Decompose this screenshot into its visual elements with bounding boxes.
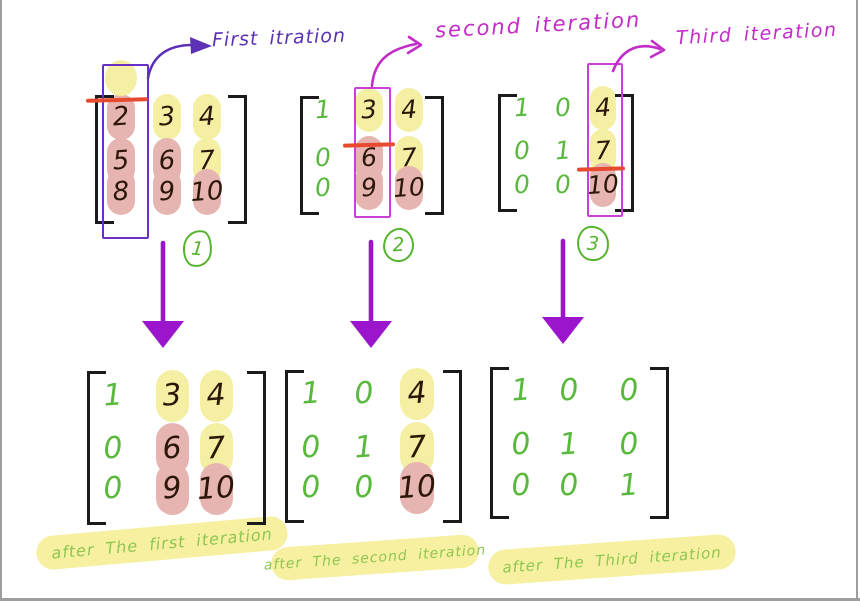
first-iteration-label: First itration (211, 24, 347, 52)
matrix-iteration-2-cell-r2c0: 0 (314, 172, 332, 203)
matrix-after-third-iteration-cell-r1c1: 1 (558, 426, 580, 463)
matrix-after-second-iteration-cell-r0c1: 0 (353, 375, 375, 412)
matrix-iteration-3-highlight-r0c2 (590, 86, 616, 130)
matrix-iteration-2-highlight-r0c1 (355, 88, 383, 132)
caption-after-third-iteration: after The Third iteration (487, 533, 737, 586)
matrix-after-first-iteration-highlight-r0c2 (199, 370, 233, 422)
matrix-iteration-1-left-bracket (95, 95, 114, 224)
caption-after-second-iteration: after The second iteration (263, 533, 487, 582)
step-1-digit: 1 (190, 236, 205, 261)
matrix-iteration-3-right-bracket (615, 94, 634, 212)
matrix-iteration-3-cell-r1c0: 0 (513, 135, 531, 166)
matrix-after-second-iteration-cell-r2c2: 10 (396, 468, 438, 507)
matrix-after-third-iteration-cell-r2c2: 1 (618, 467, 640, 504)
matrix-iteration-2-left-bracket (300, 96, 319, 215)
matrix-after-second-iteration-cell-r0c2: 4 (406, 375, 428, 412)
step-1-circled-number: 1 (181, 228, 214, 269)
matrix-after-third-iteration-right-bracket (650, 367, 669, 519)
step-3-down-arrowhead (542, 317, 584, 344)
matrix-iteration-2-cell-r2c2: 10 (392, 171, 426, 204)
matrix-iteration-1-highlight-blob (105, 60, 137, 96)
first-iteration-pointer-arrowhead (190, 37, 212, 54)
step-3-circled-number: 3 (575, 224, 611, 263)
matrix-after-third-iteration-cell-r0c1: 0 (558, 372, 580, 409)
matrix-after-third-iteration-cell-r2c1: 0 (558, 467, 580, 504)
step-2-down-arrowhead (350, 321, 392, 348)
matrix-after-third-iteration-cell-r2c0: 0 (510, 467, 532, 504)
matrix-iteration-1-highlight-r0c0 (107, 94, 135, 140)
matrix-iteration-3-cell-r2c0: 0 (513, 169, 531, 200)
third-iteration-label: Third iteration (675, 18, 839, 50)
matrix-iteration-2-highlight-r2c2 (395, 166, 423, 210)
second-iteration-pointer-arrow (370, 42, 418, 88)
matrix-after-first-iteration-highlight-r0c1 (155, 370, 189, 422)
matrix-after-second-iteration-right-bracket (443, 370, 462, 523)
right-edge-line (856, 0, 858, 601)
matrix-iteration-2-highlight-r2c1 (355, 166, 383, 210)
step-1-down-arrowhead (142, 321, 184, 348)
matrix-after-third-iteration-cell-r0c2: 0 (618, 372, 640, 409)
matrix-iteration-3-cell-r0c0: 1 (513, 92, 531, 123)
matrix-iteration-3-left-bracket (498, 94, 517, 212)
matrix-after-third-iteration-cell-r1c2: 0 (618, 426, 640, 463)
matrix-iteration-1-highlight-r2c0 (107, 169, 135, 215)
second-iteration-pointer-arrowhead (406, 35, 423, 55)
third-iteration-pointer-arrowhead (649, 39, 666, 59)
matrix-iteration-2-pivot-column-box (354, 87, 391, 218)
matrix-iteration-2-cell-r0c2: 4 (400, 94, 418, 125)
matrix-after-second-iteration-left-bracket (285, 370, 304, 523)
matrix-after-first-iteration-cell-r2c2: 10 (195, 469, 237, 508)
matrix-iteration-1-cell-r2c2: 10 (189, 175, 225, 209)
step-2-circled-number: 2 (381, 226, 416, 264)
first-iteration-pointer-arrow (146, 43, 194, 80)
second-iteration-label: second iteration (434, 7, 642, 43)
matrix-after-first-iteration-highlight-r2c2 (199, 463, 233, 515)
matrix-iteration-1-highlight-r0c2 (193, 94, 221, 140)
matrix-after-second-iteration-highlight-r2c2 (400, 462, 434, 514)
matrix-iteration-2-highlight-r0c2 (395, 88, 423, 132)
bottom-edge-line (0, 598, 860, 601)
matrix-iteration-3-pivot-column-box (587, 63, 623, 217)
matrix-after-second-iteration-cell-r2c0: 0 (300, 469, 322, 506)
matrix-after-first-iteration-cell-r2c0: 0 (102, 470, 124, 507)
matrix-iteration-2-cell-r0c0: 1 (314, 94, 332, 125)
matrix-iteration-1-highlight-r2c2 (193, 169, 221, 215)
matrix-after-first-iteration-left-bracket (87, 371, 106, 525)
matrix-after-first-iteration-highlight-r2c1 (155, 463, 189, 515)
matrix-after-first-iteration-cell-r0c1: 3 (161, 377, 183, 414)
matrix-after-second-iteration-cell-r2c1: 0 (353, 469, 375, 506)
matrix-after-first-iteration-right-bracket (247, 371, 266, 525)
matrix-after-third-iteration-cell-r1c0: 0 (510, 426, 532, 463)
step-3-digit: 3 (586, 232, 600, 255)
matrix-after-first-iteration-cell-r0c2: 4 (205, 377, 227, 414)
matrix-iteration-2-right-bracket (425, 96, 444, 215)
matrix-after-first-iteration-cell-r2c1: 9 (161, 470, 183, 507)
matrix-after-second-iteration-highlight-r0c2 (400, 368, 434, 420)
matrix-iteration-1-right-bracket (228, 95, 247, 224)
matrix-iteration-1-highlight-r2c1 (153, 169, 181, 215)
matrix-iteration-1-pivot-column-box (102, 64, 149, 239)
step-2-digit: 2 (391, 233, 406, 257)
matrix-iteration-1-highlight-r0c1 (153, 94, 181, 140)
matrix-iteration-1-cell-r0c2: 4 (197, 101, 217, 133)
left-edge-line (0, 0, 2, 601)
matrix-after-second-iteration-cell-r0c0: 1 (300, 375, 322, 412)
matrix-after-first-iteration-cell-r0c0: 1 (102, 377, 124, 414)
matrix-after-third-iteration-left-bracket (490, 367, 509, 519)
matrix-after-third-iteration-cell-r0c0: 1 (510, 372, 532, 409)
